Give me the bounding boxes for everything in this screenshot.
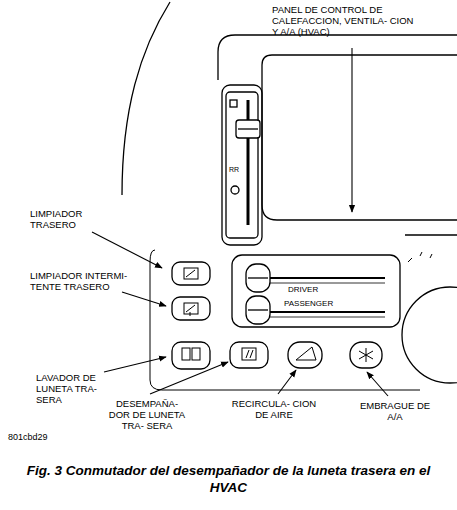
ac-button	[350, 342, 382, 368]
callout-label: LAVADOR DE LUNETA TRA- SERA	[36, 372, 111, 405]
panel-marking: RR	[229, 164, 253, 175]
rear-washer-icon	[192, 348, 200, 360]
rear-defrost-button	[230, 342, 268, 368]
driver-slider-slot	[252, 277, 385, 279]
leader-line	[122, 292, 166, 306]
panel-label: PANEL DE CONTROL DE CALEFACCION, VENTILA…	[272, 4, 422, 37]
leader-line	[367, 372, 388, 396]
leader-line	[104, 357, 166, 372]
rear-defrost-icon	[246, 350, 253, 358]
callout-label: LIMPIADOR TRASERO	[30, 208, 110, 230]
display-housing	[405, 234, 457, 235]
passenger-slider-slot	[252, 317, 385, 318]
rear-wiper-icon	[186, 270, 195, 277]
display-housing	[218, 35, 457, 80]
rear-washer-icon	[182, 348, 190, 360]
leader-line	[278, 370, 296, 394]
panel-marking: DRIVER	[288, 284, 368, 295]
figure-code: 801cbd29	[8, 432, 88, 443]
driver-slider-slot	[252, 283, 385, 284]
fan-icon	[230, 100, 237, 107]
leader-line	[92, 232, 162, 268]
intermittent-wiper-icon	[186, 305, 195, 316]
passenger-slider-knob	[246, 296, 270, 324]
figure-caption: Fig. 3 Conmutador del desempañador de la…	[12, 462, 445, 496]
recirculation-icon	[296, 347, 316, 360]
rear-wiper-button	[172, 262, 210, 285]
panel-marking: PASSENGER	[284, 298, 374, 309]
rear-defrost-icon	[242, 348, 256, 360]
rear-wiper-icon	[184, 268, 198, 279]
display-window	[262, 55, 457, 220]
fan-slider-knob	[236, 120, 260, 138]
callout-label: RECIRCULA- CION DE AIRE	[230, 398, 318, 420]
intermittent-wiper-button	[172, 297, 210, 320]
dash-contour	[122, 2, 170, 195]
fan-slider-slot	[247, 100, 250, 225]
passenger-slider-knob	[248, 309, 268, 310]
mode-knob	[402, 287, 457, 383]
callout-label: EMBRAGUE DE A/A	[352, 400, 438, 422]
driver-slider-knob	[248, 277, 268, 278]
rear-washer-button	[172, 342, 210, 369]
fan-slider-knob	[238, 128, 258, 129]
passenger-slider-slot	[252, 311, 385, 313]
fan-icon	[231, 186, 239, 194]
driver-slider-knob	[246, 264, 270, 292]
leader-line	[150, 362, 228, 394]
callout-label: LIMPIADOR INTERMI- TENTE TRASERO	[30, 270, 155, 292]
leader-line	[351, 48, 352, 212]
callout-label: DESEMPAÑA- DOR DE LUNETA TRA- SERA	[108, 398, 186, 431]
recirculation-button	[288, 342, 322, 368]
mode-knob-ticks	[408, 252, 432, 262]
control-bezel	[150, 250, 420, 390]
ac-icon	[359, 348, 373, 362]
fan-slider-housing	[222, 85, 262, 245]
fan-slider-bezel	[226, 92, 258, 238]
temperature-slider-housing	[232, 255, 400, 327]
